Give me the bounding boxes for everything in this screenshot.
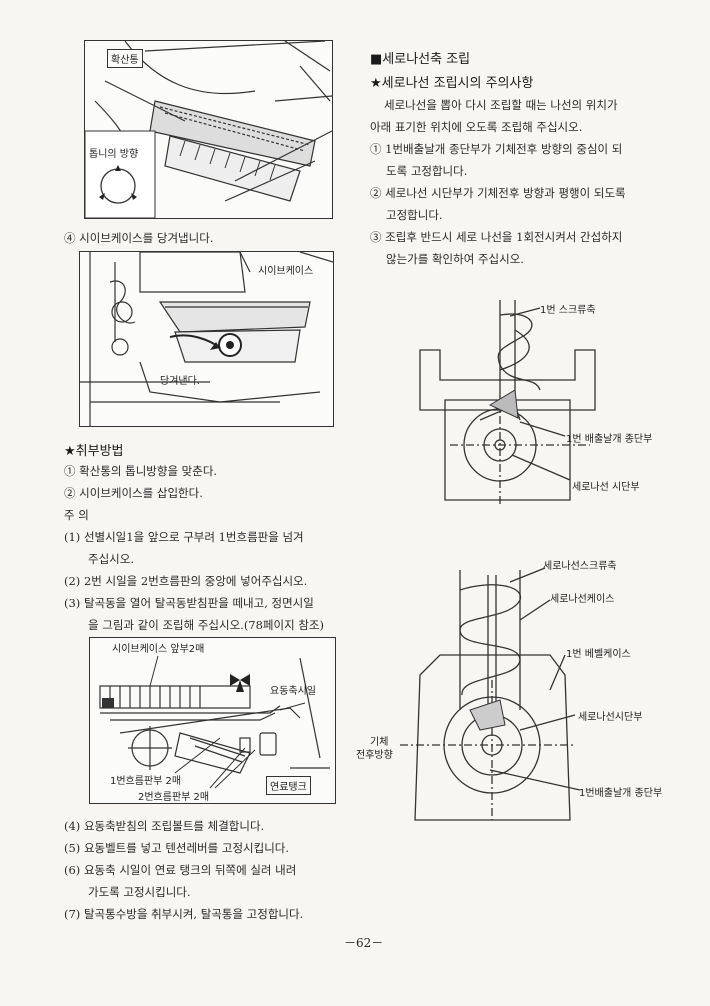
handling-title: ★취부방법 xyxy=(64,444,124,459)
label-fuel-tank: 연료탱크 xyxy=(266,776,311,795)
note-3: (3) 탈곡동을 열어 탈곡동받침판을 떼내고, 정면시일 xyxy=(64,596,314,610)
step-4-pull-sieve: ④ 시이브케이스를 당겨냅니다. xyxy=(64,231,214,245)
step-6-cont: 가도록 고정시킵니다. xyxy=(88,885,191,899)
caution-title: ★세로나선 조립시의 주의사항 xyxy=(370,76,534,91)
caution-item-3: ③ 조립후 반드시 세로 나선을 1회전시켜서 간섭하지 xyxy=(370,230,623,244)
label-vertical-screw-shaft: 세로나선스크류축 xyxy=(543,561,617,572)
step-5: (5) 요동벨트를 넣고 텐션레버를 고정시킵니다. xyxy=(64,841,290,855)
label-flow-plate-1: 1번흐름판부 2매 xyxy=(110,776,182,787)
note-3-cont: 을 그림과 같이 조립해 주십시오.(78페이지 참조) xyxy=(88,618,324,632)
note-1-cont: 주십시오. xyxy=(88,552,134,566)
label-pull-out: 당겨낸다. xyxy=(160,376,200,387)
step-7: (7) 탈곡통수방을 취부시켜, 탈곡통을 고정합니다. xyxy=(64,907,304,921)
label-front-back-direction: 전후방향 xyxy=(356,750,393,761)
label-discharge-end-bottom: 1번배출날개 종단부 xyxy=(579,788,663,799)
figure-screw-shaft-bottom xyxy=(400,567,581,821)
caution-item-1-cont: 도록 고정합니다. xyxy=(386,164,468,178)
label-bevel-case: 1번 베벨케이스 xyxy=(566,649,631,660)
label-sieve-case: 시이브케이스 xyxy=(258,266,314,277)
note-1: (1) 선별시일1을 앞으로 구부려 1번흐름판을 넘겨 xyxy=(64,530,304,544)
caution-item-2: ② 세로나선 시단부가 기체전후 방향과 평행이 되도록 xyxy=(370,186,626,200)
label-discharge-end-top: 1번 배출날개 종단부 xyxy=(566,434,653,445)
figure-screw-shaft-top xyxy=(419,300,596,505)
note-2: (2) 2번 시일을 2번흐름판의 중앙에 넣어주십시오. xyxy=(64,574,308,588)
figure-sieve-case: 시이브케이스 당겨낸다. xyxy=(79,251,334,427)
figure-diffusion-drum: 확산통 톱니의 방향 xyxy=(84,40,333,219)
label-sieve-front: 시이브케이스 앞부2매 xyxy=(112,644,205,655)
seal-assembly-drawing xyxy=(99,655,330,789)
handling-item-2: ② 시이브케이스를 삽입한다. xyxy=(64,486,203,500)
intro-line-2: 아래 표기한 위치에 오도록 조립해 주십시오. xyxy=(370,120,583,134)
label-shaker-seal: 요동축시일 xyxy=(270,686,316,697)
notes-title: 주 의 xyxy=(64,508,89,522)
caution-item-3-cont: 않는가를 확인하여 주십시오. xyxy=(386,252,524,266)
step-4b: (4) 요동축받침의 조립볼트를 체결합니다. xyxy=(64,819,265,833)
label-diffusion-drum: 확산통 xyxy=(107,49,143,68)
label-screw-shaft-1: 1번 스크류축 xyxy=(540,305,596,316)
label-frame: 기체 xyxy=(370,737,389,748)
label-flow-plate-2: 2번흐름판부 2매 xyxy=(138,792,210,803)
page-number: －62－ xyxy=(344,936,384,950)
label-spiral-start-top: 세로나선 시단부 xyxy=(572,482,640,493)
label-tooth-direction: 톱니의 방향 xyxy=(89,149,139,160)
step-6: (6) 요동축 시일이 연료 탱크의 뒤쪽에 실려 내려 xyxy=(64,863,297,877)
handling-item-1: ① 확산통의 톱니방향을 맞춘다. xyxy=(64,464,218,478)
diffusion-drum-drawing xyxy=(85,41,332,218)
figure-seal-assembly: 시이브케이스 앞부2매 요동축시일 1번흐름판부 2매 2번흐름판부 2매 연료… xyxy=(89,637,336,804)
caution-item-2-cont: 고정합니다. xyxy=(386,208,443,222)
label-spiral-start-bottom: 세로나선시단부 xyxy=(578,712,643,723)
label-vertical-screw-case: 세로나선케이스 xyxy=(550,594,615,605)
sieve-case-drawing xyxy=(80,252,333,426)
caution-item-1: ① 1번배출날개 종단부가 기체전후 방향의 중심이 되 xyxy=(370,142,623,156)
intro-line-1: 세로나선을 뽑아 다시 조립할 때는 나선의 위치가 xyxy=(384,98,618,112)
section-title: ■세로나선축 조립 xyxy=(370,52,471,67)
